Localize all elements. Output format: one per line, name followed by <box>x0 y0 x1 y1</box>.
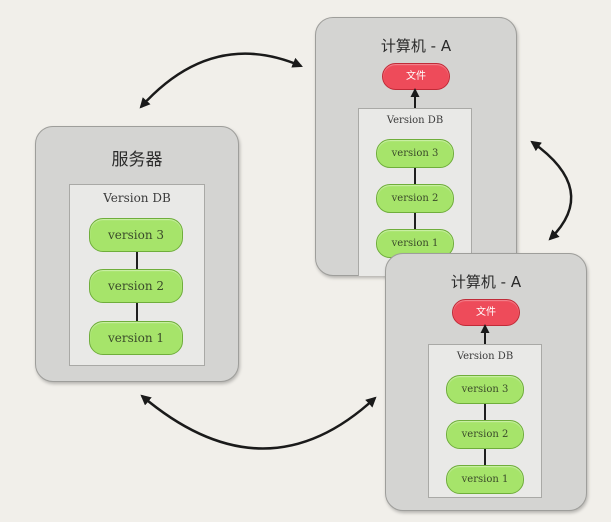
computer-top-to-computer-bottom-arrow <box>530 140 573 241</box>
computer-a-bottom-file: 文件 <box>452 299 520 326</box>
server-title: 服务器 <box>111 150 163 170</box>
server-node: 服务器 Version DB version 3 version 2 versi… <box>35 126 239 382</box>
computer-a-bottom-title: 计算机 - A <box>450 273 522 291</box>
server-version-3: version 3 <box>89 218 183 252</box>
computer-a-top-version-2: version 2 <box>376 184 454 213</box>
server-version-db: Version DB version 3 version 2 version 1 <box>69 184 205 366</box>
server-version-1: version 1 <box>89 321 183 355</box>
computer-a-bottom-db-label: Version DB <box>456 351 514 362</box>
computer-a-bottom-version-1: version 1 <box>446 465 524 494</box>
computer-a-bottom-version-db: Version DB version 3 version 2 version 1 <box>428 344 542 498</box>
computer-a-bottom-version-2: version 2 <box>446 420 524 449</box>
file-arrow-top <box>410 88 420 108</box>
computer-a-top-version-db: Version DB version 3 version 2 version 1 <box>358 108 472 276</box>
computer-a-top-file: 文件 <box>382 63 450 90</box>
computer-a-top-db-label: Version DB <box>386 115 444 126</box>
computer-a-bottom-version-3: version 3 <box>446 375 524 404</box>
server-db-label: Version DB <box>103 191 171 205</box>
computer-a-top-title: 计算机 - A <box>380 37 452 55</box>
computer-a-top-node: 计算机 - A 文件 Version DB version 3 version … <box>315 17 517 276</box>
file-arrow-bottom <box>480 324 490 344</box>
server-version-2: version 2 <box>89 269 183 303</box>
computer-a-bottom-node: 计算机 - A 文件 Version DB version 3 version … <box>385 253 587 511</box>
server-to-computer-bottom-arrow <box>140 394 377 450</box>
computer-a-top-version-3: version 3 <box>376 139 454 168</box>
server-to-computer-top-arrow <box>139 52 303 109</box>
